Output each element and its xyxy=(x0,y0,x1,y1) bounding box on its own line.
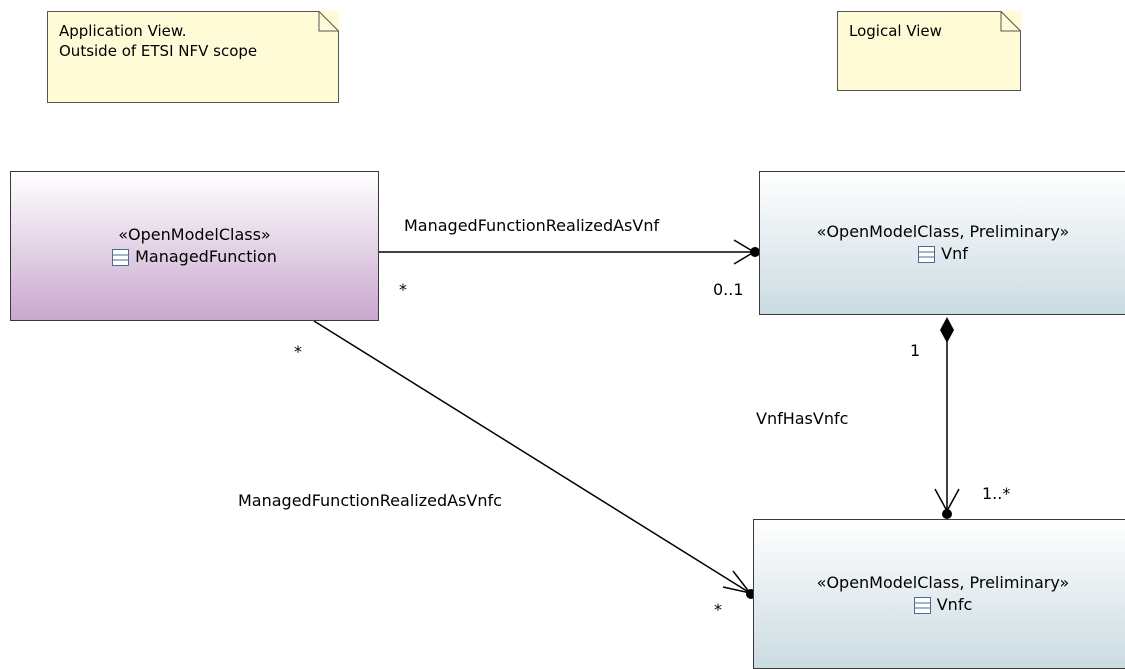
class-vnf[interactable]: «OpenModelClass, Preliminary» Vnf xyxy=(759,171,1125,315)
class-icon xyxy=(918,245,936,263)
class-name-row: Vnfc xyxy=(913,594,973,616)
class-vnfc[interactable]: «OpenModelClass, Preliminary» Vnfc xyxy=(753,519,1125,669)
multiplicity-label: 1..* xyxy=(982,484,1011,503)
note-line-2: Outside of ETSI NFV scope xyxy=(59,42,258,60)
class-stereotype: «OpenModelClass» xyxy=(118,225,271,244)
class-icon xyxy=(112,248,130,266)
association-name-realized-as-vnf[interactable]: ManagedFunctionRealizedAsVnf xyxy=(404,216,660,235)
note-application-view[interactable]: Application View. Outside of ETSI NFV sc… xyxy=(47,11,339,103)
ownership-dot xyxy=(750,247,760,257)
multiplicity-label: 1 xyxy=(910,341,921,360)
note-shape xyxy=(837,11,1021,91)
note-logical-view[interactable]: Logical View xyxy=(837,11,1021,91)
class-name-row: ManagedFunction xyxy=(112,246,277,268)
note-text: Application View. Outside of ETSI NFV sc… xyxy=(59,21,257,61)
class-stereotype: «OpenModelClass, Preliminary» xyxy=(816,222,1070,241)
class-stereotype: «OpenModelClass, Preliminary» xyxy=(816,573,1070,592)
multiplicity-label: * xyxy=(714,600,722,619)
note-shape xyxy=(47,11,339,103)
class-name: ManagedFunction xyxy=(135,247,277,266)
note-line-1: Logical View xyxy=(849,22,942,40)
ownership-dot xyxy=(942,509,952,519)
note-text: Logical View xyxy=(849,21,942,41)
association-name-vnf-has-vnfc[interactable]: VnfHasVnfc xyxy=(756,409,849,428)
note-line-1: Application View. xyxy=(59,22,187,40)
class-name: Vnfc xyxy=(936,595,973,614)
class-icon xyxy=(913,596,931,614)
association-line-realized-as-vnfc[interactable] xyxy=(313,320,751,594)
multiplicity-label: * xyxy=(294,342,302,361)
association-name-realized-as-vnfc[interactable]: ManagedFunctionRealizedAsVnfc xyxy=(238,491,502,510)
class-managed-function[interactable]: «OpenModelClass» ManagedFunction xyxy=(10,171,379,321)
multiplicity-label: * xyxy=(399,280,407,299)
composition-diamond xyxy=(940,317,954,343)
multiplicity-label: 0..1 xyxy=(713,280,744,299)
class-name-row: Vnf xyxy=(918,243,968,265)
class-name: Vnf xyxy=(941,244,968,263)
